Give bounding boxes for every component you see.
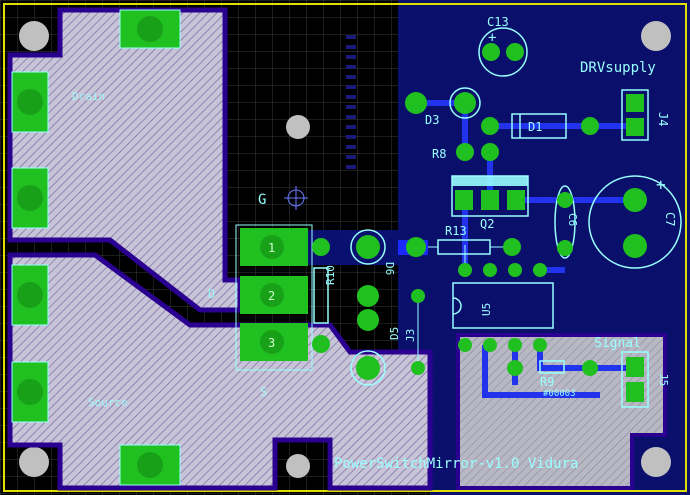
label-s-letter: S [260, 385, 267, 399]
d3-led[interactable] [405, 87, 481, 119]
label-r10: R10 [324, 265, 337, 285]
label-signal: Signal [594, 336, 641, 351]
label-u5: U5 [480, 303, 493, 316]
r13-resistor[interactable] [406, 237, 521, 257]
d5-diode[interactable] [350, 350, 386, 386]
j4-connector[interactable] [621, 89, 649, 141]
drain-connector-pads[interactable] [11, 71, 49, 229]
label-r13: R13 [445, 224, 467, 238]
label-c13-plus: + [488, 30, 496, 46]
via-icon [411, 289, 425, 375]
board-outline [3, 3, 687, 492]
mosfet-footprint[interactable] [235, 224, 313, 371]
d6-diode[interactable] [350, 229, 386, 265]
label-c6: C6 [566, 213, 579, 226]
label-source: Source [88, 396, 128, 409]
label-drvsupply: DRVsupply [580, 60, 656, 76]
r10-resistor[interactable] [312, 238, 379, 353]
label-d-letter: D [208, 287, 215, 301]
source-copper-pour[interactable] [7, 252, 433, 491]
pad-label-1: 1 [268, 241, 275, 255]
origin-crosshair-icon [284, 186, 308, 210]
label-q2: Q2 [480, 217, 494, 231]
c7-capacitor[interactable] [588, 175, 682, 269]
label-d6: D6 [383, 262, 396, 275]
label-c7: C7 [663, 212, 677, 226]
drain-copper-pour[interactable] [7, 7, 243, 313]
label-c13: C13 [487, 15, 509, 29]
u5-ic[interactable] [452, 263, 554, 352]
label-net: #00003 [543, 389, 576, 399]
label-drain: Drain [72, 90, 105, 103]
top-bottom-lug-pads[interactable] [119, 9, 181, 486]
label-c7-plus: + [656, 175, 666, 194]
label-g: G [258, 192, 266, 208]
mounting-hole-icon [19, 21, 671, 478]
label-j4: J4 [656, 112, 670, 126]
j5-connector[interactable] [621, 351, 649, 408]
pad-label-3: 3 [268, 336, 275, 350]
c6-capacitor[interactable] [554, 185, 576, 259]
label-j5: J5 [657, 373, 670, 386]
label-r9: R9 [540, 375, 554, 389]
label-r8: R8 [432, 147, 446, 161]
bottom-silk-block [346, 35, 356, 169]
r9-resistor[interactable] [507, 360, 598, 376]
pad-label-2: 2 [268, 289, 275, 303]
r8-resistor[interactable] [456, 143, 499, 161]
footer-text: PowerSwitchMirror-v1.0 Vidura [334, 456, 578, 472]
label-j3: J3 [404, 329, 417, 342]
source-connector-pads[interactable] [11, 264, 49, 423]
c13-capacitor[interactable] [478, 27, 528, 77]
label-d3: D3 [425, 113, 439, 127]
d1-diode[interactable] [481, 113, 599, 139]
label-d5: D5 [388, 327, 401, 340]
q2-transistor[interactable] [451, 175, 529, 217]
label-d1: D1 [528, 120, 542, 134]
